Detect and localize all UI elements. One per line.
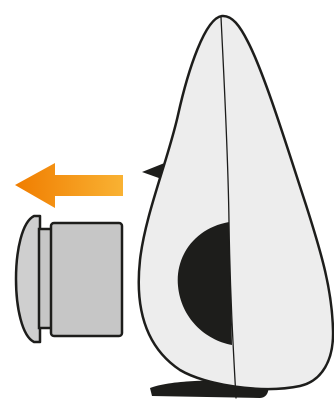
dark-window xyxy=(177,222,232,345)
seam-line xyxy=(220,16,237,399)
arrow-left-icon xyxy=(15,163,123,208)
teardrop-cover-icon xyxy=(137,14,334,391)
plug-body xyxy=(49,221,124,338)
plug-cap xyxy=(14,214,42,344)
